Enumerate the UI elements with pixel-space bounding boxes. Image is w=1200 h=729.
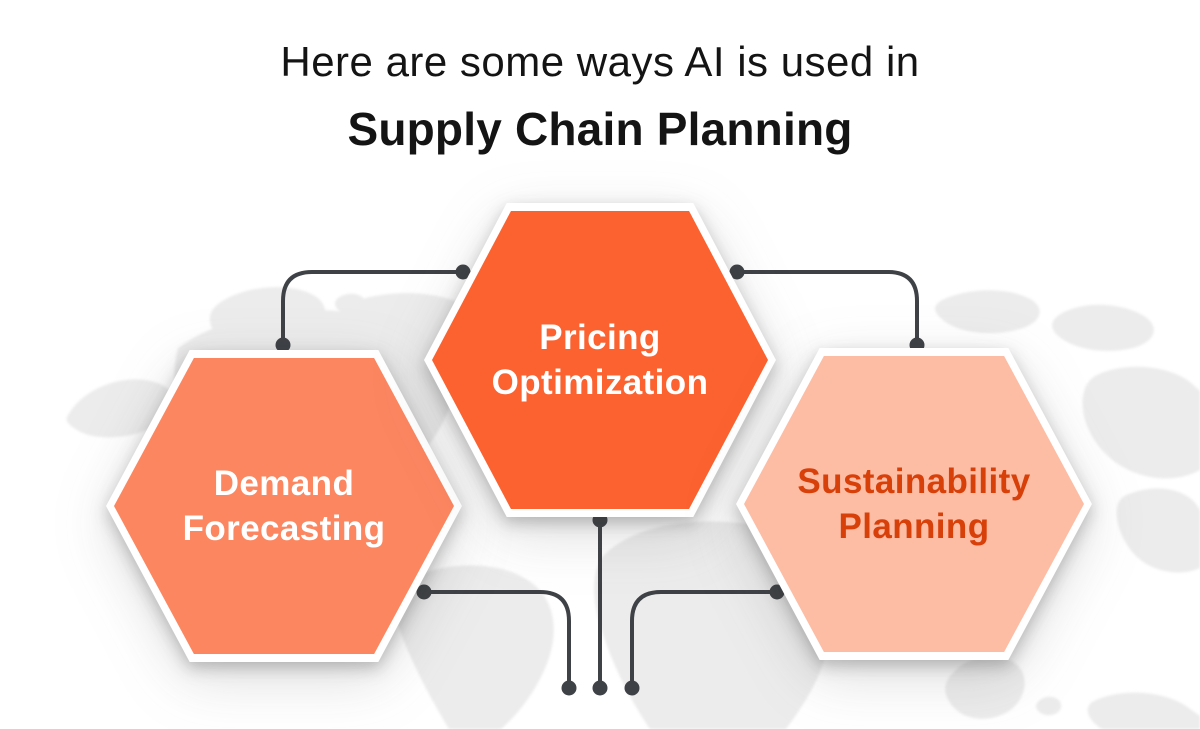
connector-dot: [275, 337, 291, 353]
connector-dot: [729, 264, 745, 280]
hexagon-border: Pricing Optimization: [424, 203, 776, 517]
hexagon-label-line2: Optimization: [491, 363, 709, 402]
map-alaska: [66, 379, 174, 438]
map-corner-blob: [1087, 692, 1200, 729]
hexagon-border: Sustainability Planning: [736, 348, 1092, 660]
hexagon-label-line1: Pricing: [539, 318, 661, 357]
map-siberia-2: [1052, 304, 1154, 351]
hexagon-fill: Pricing Optimization: [432, 211, 768, 509]
connector-bottom-center: [592, 512, 608, 696]
hexagon-label-line2: Planning: [838, 507, 990, 546]
title-line2: Supply Chain Planning: [347, 103, 853, 155]
connector-dot: [561, 680, 577, 696]
hexagon-demand-forecasting: Demand Forecasting: [106, 350, 462, 662]
map-siberia-1: [935, 290, 1040, 334]
connector-bottom-left: [416, 584, 577, 696]
hexagon-label: Pricing Optimization: [492, 315, 709, 405]
title-line1: Here are some ways AI is used in: [280, 38, 920, 85]
map-se-asia: [1116, 488, 1200, 573]
map-asia-east: [1082, 366, 1200, 479]
hexagon-label: Sustainability Planning: [797, 459, 1030, 549]
hexagon-label-line1: Demand: [213, 464, 355, 503]
hexagon-pricing-optimization: Pricing Optimization: [424, 203, 776, 517]
map-australia: [945, 656, 1025, 719]
connector-dot: [624, 680, 640, 696]
hexagon-fill: Sustainability Planning: [744, 356, 1084, 652]
connector-top-left: [275, 264, 471, 353]
map-new-zealand: [1036, 696, 1062, 716]
hexagon-label-line1: Sustainability: [797, 462, 1031, 501]
connector-dot: [592, 680, 608, 696]
hexagon-sustainability-planning: Sustainability Planning: [736, 348, 1092, 660]
hexagon-fill: Demand Forecasting: [114, 358, 454, 654]
map-greenland: [209, 287, 326, 349]
hexagon-label: Demand Forecasting: [183, 461, 386, 551]
connector-dot: [769, 584, 785, 600]
connector-dot: [455, 264, 471, 280]
hexagon-label-line2: Forecasting: [182, 509, 386, 548]
map-south-america: [392, 565, 554, 729]
hexagon-border: Demand Forecasting: [106, 350, 462, 662]
connector-dot: [416, 584, 432, 600]
map-madagascar: [672, 655, 701, 695]
connector-bottom-right: [624, 584, 785, 696]
